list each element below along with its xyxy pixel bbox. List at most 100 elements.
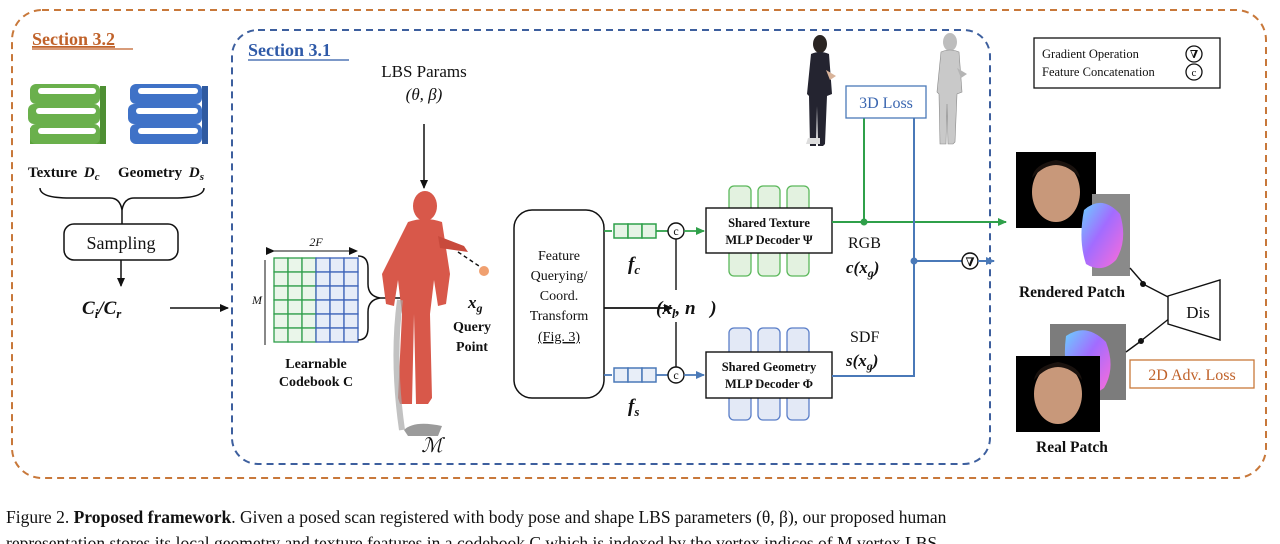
- loss-3d-box: [845, 85, 927, 119]
- real-patch-images: [1016, 324, 1126, 432]
- concat-top-glyph: c: [673, 224, 678, 238]
- legend-gradient-glyph: ∇: [1190, 49, 1199, 61]
- real-patch-label: Real Patch: [1036, 439, 1108, 456]
- codebook-cell: [315, 299, 331, 315]
- sdf-expr: s(xg): [845, 351, 878, 373]
- fq-line3: Coord.: [540, 289, 579, 304]
- codebook-cell: [329, 327, 345, 343]
- discriminator-label: Dis: [1186, 303, 1210, 322]
- mesh-symbol: ℳ: [421, 435, 445, 457]
- codebook-cell: [315, 327, 331, 343]
- fs-label: fs: [628, 396, 639, 419]
- body-mesh-figure: [382, 191, 489, 436]
- codebook-cell: [273, 299, 289, 315]
- codebook-cell: [343, 299, 359, 315]
- section-3-2-label: Section 3.2: [32, 29, 115, 49]
- feature-querying-box: [513, 209, 605, 399]
- fc-feature-vector: [613, 223, 657, 239]
- caption-prefix: Figure 2.: [6, 507, 70, 527]
- codebook-title-2: Codebook C: [279, 375, 353, 390]
- codebook-cell: [329, 257, 345, 273]
- geometry-books-icon: [128, 84, 208, 144]
- codebook-cell: [343, 327, 359, 343]
- gradient-op-glyph: ∇: [965, 255, 974, 269]
- figure-caption: Figure 2. Proposed framework. Given a po…: [6, 504, 1274, 544]
- codebook-cell: [343, 271, 359, 287]
- codebook-grid: [273, 257, 359, 343]
- lbs-title: LBS Params: [381, 62, 466, 81]
- codebook-cell: [287, 299, 303, 315]
- codebook-cell: [343, 257, 359, 273]
- rendered-patch-label: Rendered Patch: [1019, 284, 1125, 301]
- codebook-title: Learnable: [285, 357, 346, 372]
- fig3-link[interactable]: (Fig. 3): [538, 330, 580, 345]
- adv-loss-label: 2D Adv. Loss: [1148, 367, 1235, 384]
- codebook-cell: [301, 299, 317, 315]
- caption-text-2: representation stores its local geometry…: [6, 533, 938, 544]
- codebook-cell: [273, 285, 289, 301]
- adv-loss-box: [1129, 359, 1255, 389]
- codebook-height-label: M: [251, 293, 263, 307]
- fc-label: fc: [628, 254, 640, 277]
- section-3-1-label: Section 3.1: [248, 40, 331, 60]
- codebook-cell: [315, 313, 331, 329]
- scan-mesh-figure: [936, 33, 967, 145]
- concat-bottom-glyph: c: [673, 368, 678, 382]
- scan-photo-figure: [806, 35, 836, 146]
- geometry-decoder-line2: MLP Decoder Φ: [725, 377, 813, 391]
- codebook-cell: [287, 271, 303, 287]
- codebook-cell: [273, 327, 289, 343]
- fq-line4: Transform: [530, 309, 589, 324]
- codebook-cell: [329, 271, 345, 287]
- codebook-cell: [301, 327, 317, 343]
- codebook-cell: [301, 271, 317, 287]
- framework-diagram: Section 3.2 Section 3.1 Texture Dc Geome…: [11, 9, 1267, 479]
- caption-text: . Given a posed scan registered with bod…: [231, 507, 947, 527]
- legend-concat-glyph: c: [1192, 67, 1197, 79]
- codebook-cell: [273, 313, 289, 329]
- codebook-cell: [273, 271, 289, 287]
- codebook-cell: [329, 313, 345, 329]
- legend-concat-icon: [1185, 63, 1203, 81]
- section-3-2-frame: [11, 9, 1267, 479]
- texture-decoder-line1: Shared Texture: [728, 216, 810, 230]
- codebook-cell: [329, 285, 345, 301]
- codebook-cell: [343, 313, 359, 329]
- texture-label: Texture Dc: [28, 165, 100, 183]
- query-line1: Query: [453, 320, 491, 335]
- geometry-decoder-line1: Shared Geometry: [722, 360, 817, 374]
- codebook-cell: [315, 257, 331, 273]
- caption-bold: Proposed framework: [73, 507, 232, 527]
- codebook-cell: [329, 299, 345, 315]
- sampling-label: Sampling: [86, 233, 155, 253]
- codebook-cell: [301, 285, 317, 301]
- coord-tuple: (xl, n⃗): [656, 298, 717, 321]
- legend-gradient-label: Gradient Operation: [1042, 47, 1140, 61]
- codebook-cell: [301, 313, 317, 329]
- codebook-cell: [315, 271, 331, 287]
- query-symbol: xg: [467, 293, 483, 315]
- loss-3d-label: 3D Loss: [859, 95, 913, 112]
- codebook-cell: [287, 257, 303, 273]
- codebook-cell: [287, 327, 303, 343]
- query-line2: Point: [456, 340, 488, 355]
- texture-decoder-line2: MLP Decoder Ψ: [725, 233, 813, 247]
- discriminator-shape: [1167, 279, 1221, 341]
- codebook-cell: [343, 285, 359, 301]
- codebook-cell: [315, 285, 331, 301]
- rgb-label: RGB: [848, 235, 881, 252]
- legend-concat-label: Feature Concatenation: [1042, 65, 1156, 79]
- fs-feature-vector: [613, 367, 657, 383]
- sdf-label: SDF: [850, 329, 879, 346]
- fq-line1: Feature: [538, 249, 580, 264]
- rendered-patch-images: [1016, 152, 1130, 276]
- library-brace: [39, 187, 205, 211]
- codebook-cell: [287, 285, 303, 301]
- geometry-decoder-box: [705, 351, 833, 399]
- section-3-1-frame: [231, 29, 991, 465]
- geometry-label: Geometry Ds: [118, 165, 204, 183]
- rgb-expr: c(xg): [846, 258, 879, 280]
- fq-line2: Querying/: [531, 269, 588, 284]
- codebook-width-label: 2F: [309, 235, 323, 249]
